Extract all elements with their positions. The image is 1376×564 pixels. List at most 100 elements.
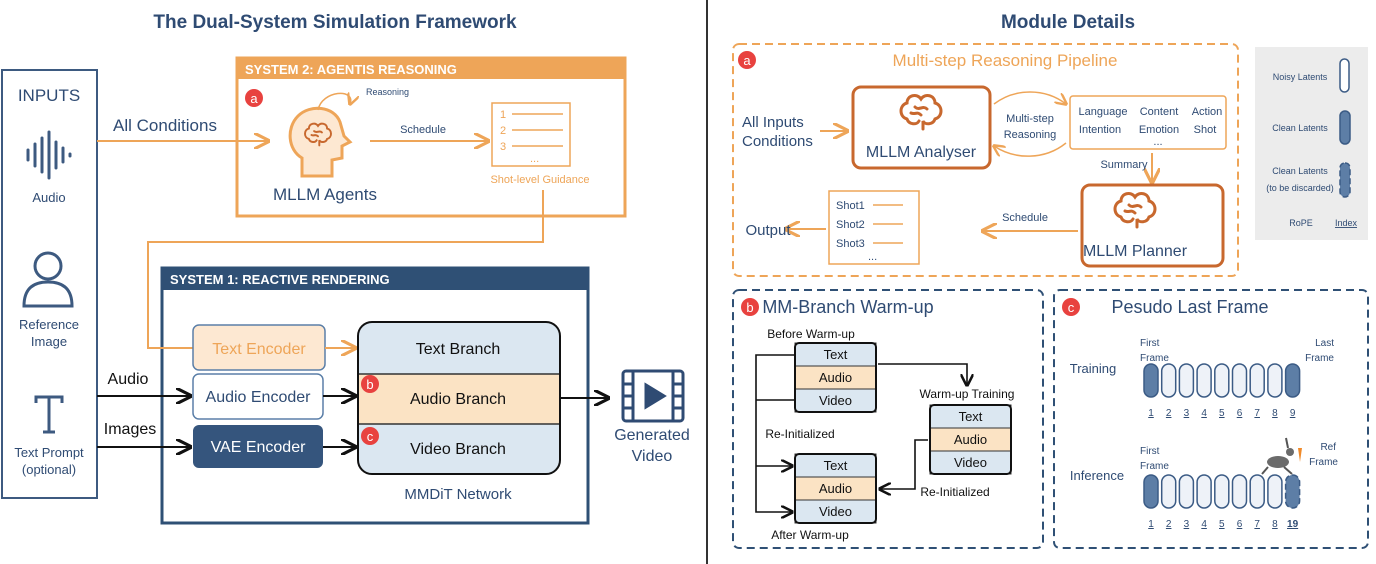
attribute: Language [1079, 106, 1128, 118]
system1-header [162, 268, 588, 290]
branch-row-label: Audio [954, 432, 987, 447]
first-frame-inf-2: Frame [1140, 461, 1169, 472]
branch-row-label: Video [819, 393, 852, 408]
module-b-badge [741, 298, 759, 316]
audio-input-label: Audio [32, 190, 65, 205]
text-prompt-label-1: Text Prompt [14, 445, 84, 460]
latent-pill [1214, 363, 1230, 398]
rope-index: 6 [1237, 408, 1243, 419]
planner-schedule-label: Schedule [1002, 212, 1048, 224]
latent-pill [1196, 363, 1212, 398]
mmdit-network-label: MMDiT Network [404, 486, 512, 503]
vae-encoder [193, 425, 323, 468]
branch-row-label: Audio [819, 481, 852, 496]
reinit-left-label: Re-Initialized [765, 427, 834, 441]
first-frame-train-2: Frame [1140, 353, 1169, 364]
module-b-badge-label: b [746, 300, 753, 315]
inference-label: Inference [1070, 468, 1124, 483]
text-t-icon [34, 395, 64, 434]
guidance-item: ... [530, 153, 539, 165]
legend-discard-label-1: Clean Latents [1272, 166, 1328, 176]
latent-pill [1178, 474, 1195, 509]
output-label: Output [745, 222, 791, 239]
audio-encoder-label: Audio Encoder [206, 389, 312, 406]
latent-pill [1178, 363, 1195, 398]
latent-pill [1267, 363, 1283, 398]
attribute-more: ... [1153, 136, 1162, 148]
badge-a [245, 89, 263, 107]
attribute: Intention [1079, 124, 1121, 136]
guidance-item: 2 [500, 125, 506, 137]
last-frame-2: Frame [1305, 353, 1334, 364]
agent-head-icon [288, 106, 353, 178]
reference-label-2: Image [31, 334, 67, 349]
branch-row-label: Text [824, 458, 848, 473]
latent-pill [1214, 474, 1230, 509]
module-b-box [732, 289, 1044, 549]
legend-noisy-label: Noisy Latents [1273, 72, 1328, 82]
text-encoder-label: Text Encoder [212, 341, 306, 358]
rope-index: 8 [1272, 519, 1278, 530]
warmup-connectors [755, 354, 967, 512]
generated-video-label-1: Generated [614, 427, 690, 444]
audio-branch-label: Audio Branch [410, 391, 506, 408]
all-inputs-label-2: Conditions [742, 133, 813, 150]
attribute: Emotion [1139, 124, 1179, 136]
branch-row-label: Text [824, 347, 848, 362]
latent-pill [1249, 363, 1265, 398]
guidance-item: 3 [500, 141, 506, 153]
rope-index: 4 [1201, 519, 1207, 530]
shot-item: Shot3 [836, 238, 865, 250]
reasoning-back-arrow [994, 142, 1067, 157]
rope-index: 19 [1287, 519, 1299, 530]
module-a-badge [738, 51, 756, 69]
guidance-lines [512, 113, 563, 147]
branch-stack-outline [794, 453, 877, 524]
guidance-list: 1 2 3 ... [500, 109, 539, 165]
reference-label-1: Reference [19, 317, 79, 332]
module-c-badge-label: c [1068, 300, 1075, 315]
system1-title: SYSTEM 1: REACTIVE RENDERING [170, 272, 390, 287]
badge-b [361, 375, 379, 393]
right-title: Module Details [1001, 12, 1135, 33]
schedule-label: Schedule [400, 124, 446, 136]
rope-index: 8 [1272, 408, 1278, 419]
training-label: Training [1070, 361, 1116, 376]
latent-pill [1196, 474, 1212, 509]
rope-index: 1 [1148, 408, 1154, 419]
audio-waveform-icon [26, 130, 72, 180]
all-conditions-label: All Conditions [113, 116, 217, 135]
noisy-latent-pill [1339, 58, 1350, 93]
generated-video-label-2: Video [632, 448, 673, 465]
attribute: Content [1140, 106, 1179, 118]
shot-lines [873, 204, 903, 244]
rope-index: 2 [1166, 519, 1172, 530]
after-warmup-label: After Warm-up [771, 528, 849, 542]
latent-pill [1143, 363, 1159, 398]
module-a-box [732, 43, 1239, 277]
reasoning-forward-arrow [993, 91, 1066, 104]
guidance-label: Shot-level Guidance [490, 174, 589, 186]
badge-c-label: c [367, 429, 374, 444]
branch-row-label: Text [959, 409, 983, 424]
module-c-badge [1062, 298, 1080, 316]
summary-label: Summary [1100, 159, 1148, 171]
latent-pill [1249, 474, 1265, 509]
badge-c [361, 427, 379, 445]
text-prompt-label-2: (optional) [22, 462, 76, 477]
clean-latent-pill [1339, 110, 1351, 145]
latent-pill [1231, 363, 1248, 398]
branch-stack-outline [794, 342, 877, 413]
module-b-title: MM-Branch Warm-up [762, 297, 933, 317]
module-c-title: Pesudo Last Frame [1111, 297, 1268, 317]
first-frame-inf-1: First [1140, 446, 1160, 457]
latent-pill [1160, 474, 1177, 509]
multistep-label-1: Multi-step [1006, 113, 1054, 125]
vae-encoder-label: VAE Encoder [211, 439, 307, 456]
system2-header [237, 58, 625, 79]
branch-stack-outline [929, 404, 1012, 475]
latent-pill [1284, 474, 1301, 509]
ref-frame-1: Ref [1320, 442, 1336, 453]
branch-row-label: Audio [819, 370, 852, 385]
